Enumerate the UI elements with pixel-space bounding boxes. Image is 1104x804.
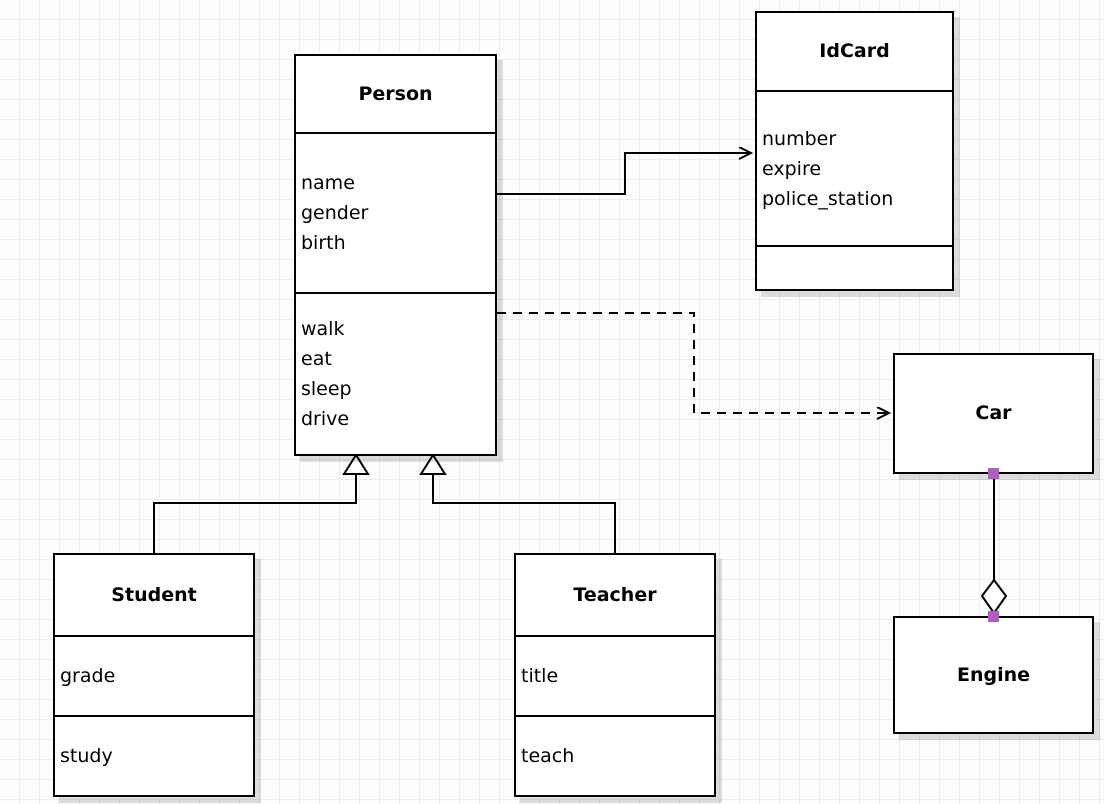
attribute-item: expire (762, 157, 822, 180)
attribute-item: grade (60, 665, 116, 687)
edge-person-car[interactable] (497, 312, 889, 413)
class-name-person: Person (358, 82, 433, 105)
class-attributes-compartment: title (516, 635, 714, 715)
method-item: study (60, 745, 113, 767)
connection-handle-car[interactable] (988, 468, 999, 479)
class-attributes-compartment: number expire police_station (757, 90, 952, 245)
class-name-car: Car (975, 402, 1012, 425)
class-attributes-compartment: name gender birth (296, 132, 495, 292)
attribute-item: number (762, 127, 837, 150)
class-methods-compartment: teach (516, 715, 714, 795)
connection-handle-engine[interactable] (988, 611, 999, 622)
class-box-student[interactable]: Student grade study (53, 553, 255, 797)
attribute-item: police_station (762, 187, 894, 210)
class-title-compartment: Car (895, 355, 1092, 472)
method-item: sleep (301, 378, 352, 400)
method-item: teach (521, 745, 575, 767)
class-methods-compartment: walk eat sleep drive (296, 292, 495, 454)
attribute-item: title (521, 665, 559, 687)
class-title-compartment: Engine (895, 618, 1092, 732)
class-box-car[interactable]: Car (893, 353, 1094, 474)
edge-person-idcard[interactable] (497, 153, 751, 195)
class-box-engine[interactable]: Engine (893, 616, 1094, 734)
class-title-compartment: Teacher (516, 555, 714, 635)
class-name-teacher: Teacher (573, 583, 657, 606)
edge-teacher-person[interactable] (419, 453, 616, 553)
attribute-item: name (301, 172, 355, 194)
class-box-idcard[interactable]: IdCard number expire police_station (755, 11, 954, 291)
attribute-item: birth (301, 232, 346, 254)
class-title-compartment: IdCard (757, 13, 952, 90)
class-box-teacher[interactable]: Teacher title teach (514, 553, 716, 797)
edge-student-person[interactable] (153, 453, 370, 553)
class-title-compartment: Person (296, 56, 495, 132)
class-attributes-compartment: grade (55, 635, 253, 715)
method-item: walk (301, 318, 345, 340)
class-methods-compartment: study (55, 715, 253, 795)
class-name-idcard: IdCard (819, 40, 890, 63)
edge-car-engine[interactable] (980, 474, 1008, 615)
method-item: eat (301, 348, 332, 370)
attribute-item: gender (301, 202, 369, 224)
class-name-student: Student (111, 583, 197, 606)
class-name-engine: Engine (956, 663, 1031, 686)
class-box-person[interactable]: Person name gender birth walk eat sleep … (294, 54, 497, 456)
method-item: drive (301, 408, 350, 430)
class-methods-compartment (757, 245, 952, 289)
class-title-compartment: Student (55, 555, 253, 635)
